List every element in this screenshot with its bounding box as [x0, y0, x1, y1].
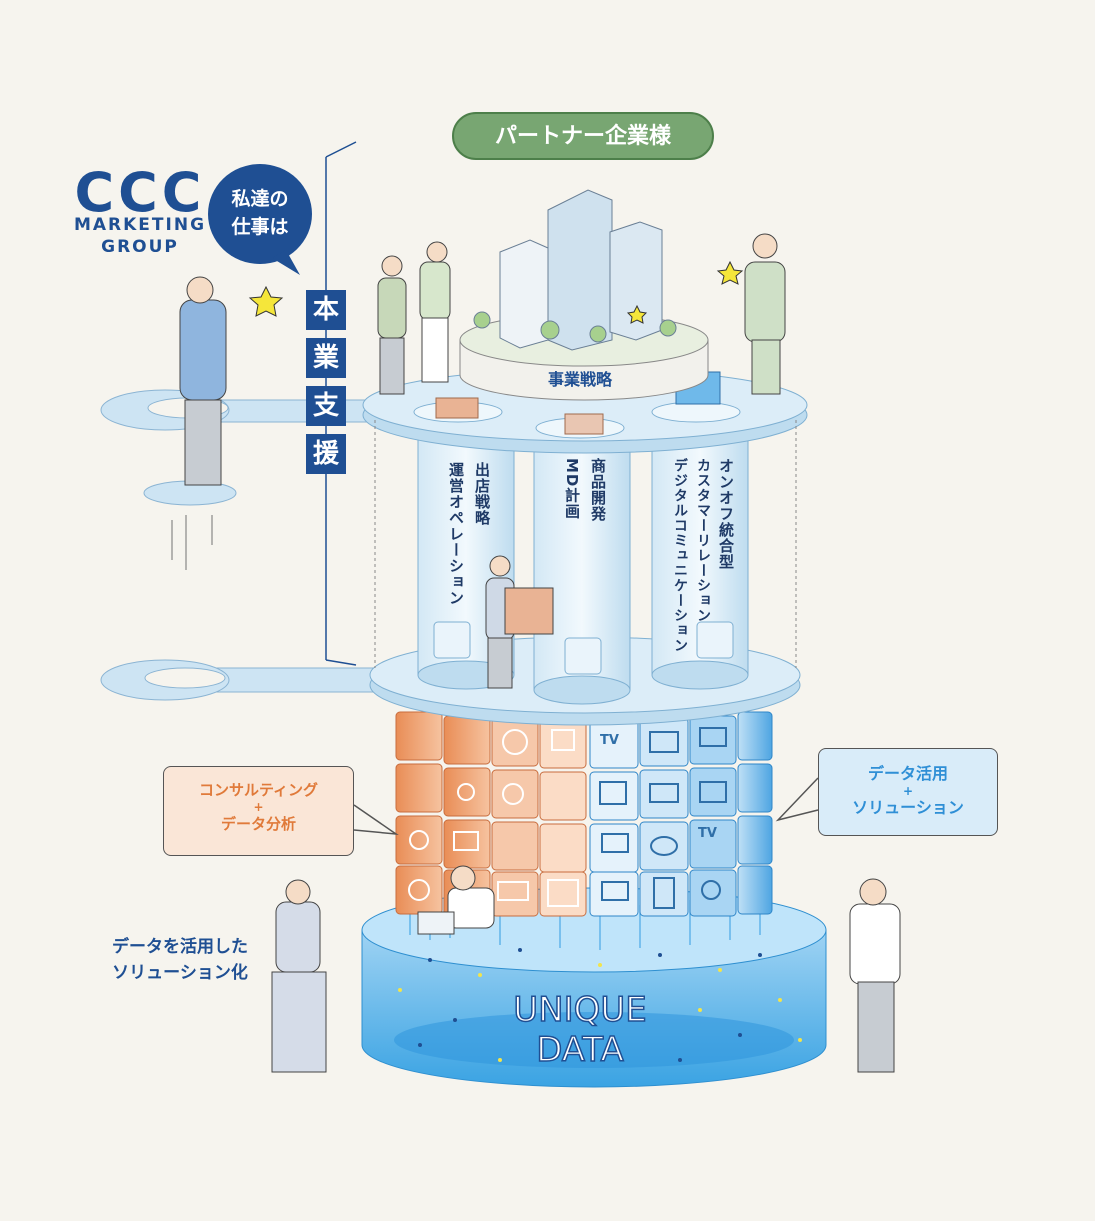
pillar-3-line-3: デジタルコミュニケーション: [672, 458, 688, 653]
blue-block-grid: [589, 711, 773, 917]
callout-left-line-2: データ分析: [220, 815, 296, 833]
callout-right-line-2: ソリューション: [852, 798, 964, 817]
speech-line-2: 仕事は: [231, 216, 289, 238]
unique-line-2: DATA: [535, 1029, 624, 1071]
tv-tile-label-1: TV: [600, 733, 619, 748]
callout-left-plus: +: [253, 800, 264, 814]
pillar-2-line-2: MD計画: [563, 458, 581, 520]
callout-right-line-1: データ活用: [867, 764, 948, 783]
main-business-char-1: 本: [306, 290, 346, 330]
data-solution-callout: データ活用 + ソリューション: [818, 748, 998, 836]
business-strategy-label: 事業戦略: [547, 370, 612, 389]
orange-block-grid: [395, 711, 587, 917]
logo-text: MARKETING GROUP: [62, 214, 218, 258]
caption-line-1: データを活用した: [112, 937, 248, 957]
unique-line-1: UNIQUE: [513, 989, 648, 1031]
unique-data-label: UNIQUE DATA: [470, 989, 690, 1071]
pillar-2-line-1: 商品開発: [589, 458, 607, 522]
logo-mark: CCC: [74, 161, 206, 224]
buildings: [473, 189, 677, 351]
callout-left-line-1: コンサルティング: [198, 781, 319, 799]
blue-tile-icons: [599, 727, 727, 909]
pillar-3-line-2: カスタマーリレーション: [695, 458, 711, 623]
partner-badge: パートナー企業様: [452, 112, 714, 160]
person-figures: [179, 233, 901, 1073]
speech-bubble-shape: [208, 164, 312, 275]
top-ring-platform: [100, 389, 406, 506]
star-icons: [248, 260, 744, 324]
lower-ring-platform: [100, 659, 401, 701]
main-business-char-3: 支: [306, 386, 346, 426]
callout-right-plus: +: [902, 784, 914, 798]
dotted-guides: [374, 420, 797, 668]
data-dots: [398, 948, 802, 1062]
speech-bubble-text: 私達の 仕事は: [208, 185, 312, 241]
solutionization-caption: データを活用した ソリューション化: [80, 934, 280, 986]
pillar-1-line-2: 運営オペレーション: [447, 462, 465, 606]
logo-line-2: GROUP: [101, 237, 179, 257]
speech-line-1: 私達の: [231, 188, 289, 210]
main-business-char-4: 援: [306, 434, 346, 474]
pillar-3-line-1: オンオフ統合型: [717, 458, 735, 570]
logo-line-1: MARKETING: [73, 215, 207, 235]
consulting-callout: コンサルティング + データ分析: [163, 766, 354, 856]
motion-lines: [171, 515, 213, 570]
pillars: [417, 429, 749, 705]
pillar-1-line-1: 出店戦略: [473, 462, 491, 526]
main-business-char-2: 業: [306, 338, 346, 378]
tv-tile-label-2: TV: [698, 826, 717, 841]
callout-pointers: [353, 777, 819, 836]
tile-icons: [408, 729, 579, 907]
caption-line-2: ソリューション化: [112, 963, 248, 983]
